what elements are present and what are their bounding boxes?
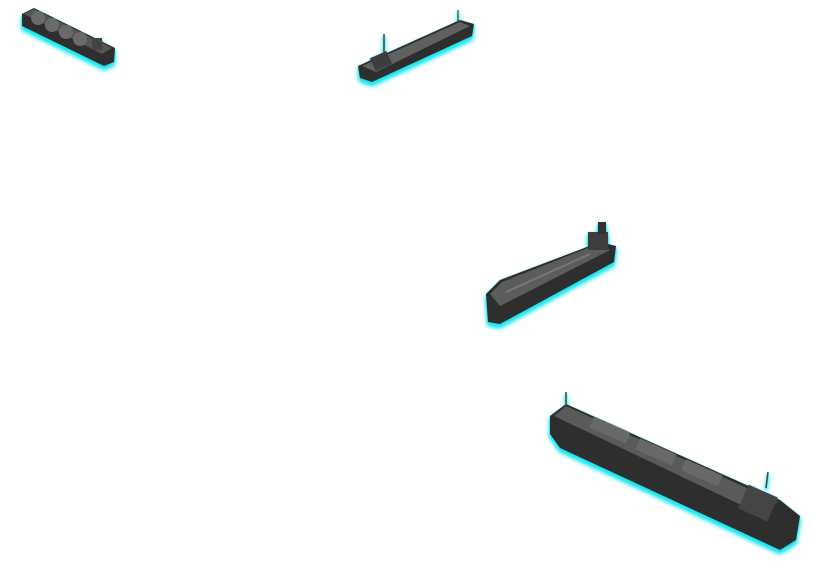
ship-product-tanker[interactable]	[358, 10, 474, 82]
ship-bulk-carrier[interactable]	[550, 392, 800, 550]
ship-crude-oil-tanker[interactable]	[486, 222, 616, 324]
ship-lng-carrier[interactable]	[22, 8, 115, 66]
